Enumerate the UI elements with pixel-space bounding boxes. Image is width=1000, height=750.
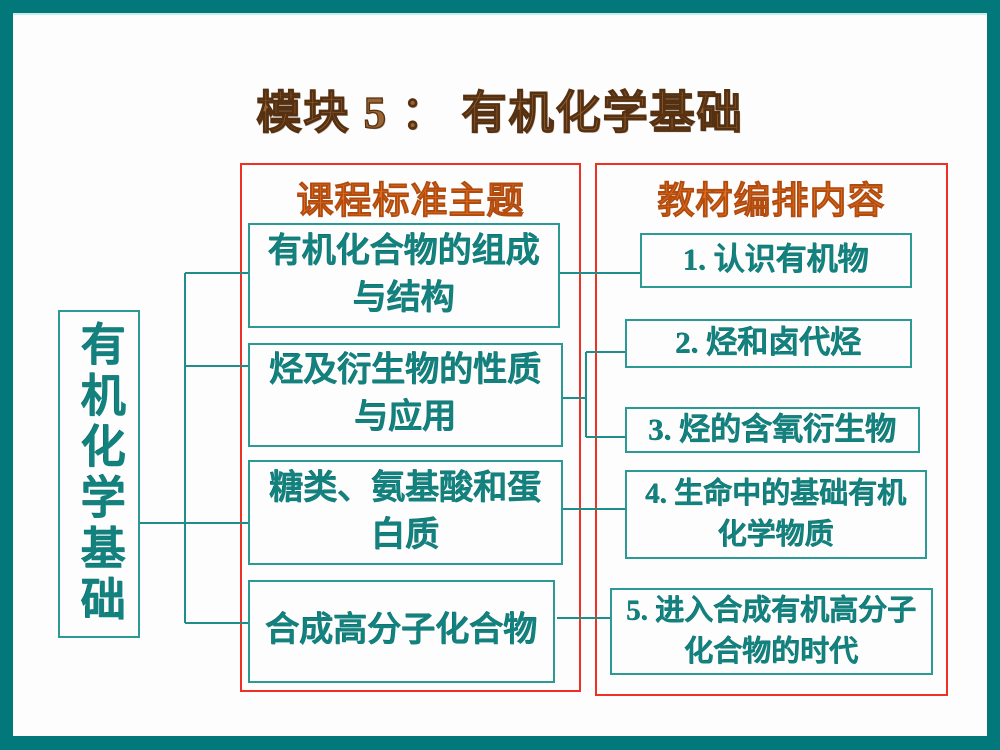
- standards-node-hydrocarbons: 烃及衍生物的性质与应用: [248, 343, 563, 447]
- root-node-label: 有机化学基础: [74, 321, 124, 627]
- frame-highlight-line: [13, 13, 987, 15]
- standards-node-polymers: 合成高分子化合物: [248, 580, 555, 683]
- slide-title: 模块 5 ： 有机化学基础: [256, 87, 744, 138]
- standards-node-sugars-proteins: 糖类、氨基酸和蛋白质: [248, 460, 563, 565]
- textbook-node-2: 2. 烃和卤代烃: [625, 319, 912, 368]
- standards-column-header: 课程标准主题: [296, 181, 525, 223]
- textbook-node-3: 3. 烃的含氧衍生物: [625, 407, 920, 453]
- standards-node-composition: 有机化合物的组成与结构: [248, 223, 560, 328]
- textbook-column: [595, 163, 948, 696]
- textbook-column-header: 教材编排内容: [657, 181, 886, 223]
- textbook-node-4: 4. 生命中的基础有机化学物质: [625, 470, 927, 559]
- textbook-node-5: 5. 进入合成有机高分子化合物的时代: [610, 588, 933, 675]
- textbook-node-1: 1. 认识有机物: [640, 233, 912, 288]
- root-node: 有机化学基础: [58, 310, 140, 638]
- standards-column: [240, 163, 581, 692]
